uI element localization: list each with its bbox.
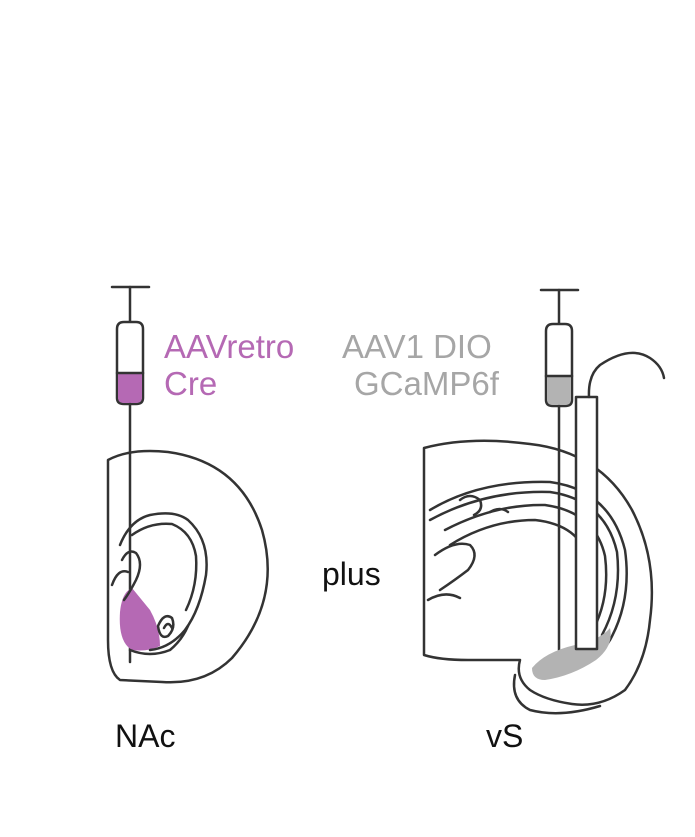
left-virus-label-2: Cre [164,365,218,402]
left-virus-label-1: AAVretro [164,328,295,365]
cre-fill [118,373,142,403]
optic-fiber-icon [574,351,666,651]
nac-brain-section [106,449,269,684]
nac-injection-site [119,588,160,651]
right-virus-label-1: AAV1 DIO [342,328,492,365]
right-virus-label-2: GCaMP6f [354,365,499,402]
left-syringe-icon [110,285,151,664]
right-syringe-icon [539,288,580,652]
vs-injection-site [532,628,611,680]
vs-brain-section [422,439,654,715]
plus-connector: plus [322,556,381,592]
nac-region-label: NAc [115,718,176,754]
vs-region-label: vS [486,718,524,754]
gcamp-fill [547,376,571,405]
